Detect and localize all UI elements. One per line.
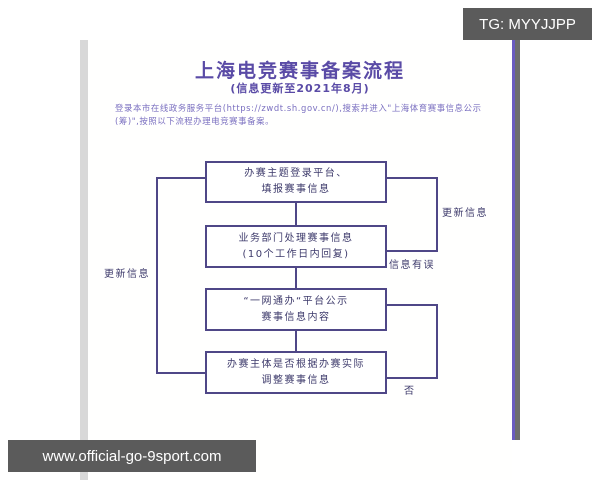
- connector-right-top-a: [386, 177, 438, 179]
- connector-right-bottom-v: [436, 304, 438, 379]
- document-title: 上海电竞赛事备案流程: [194, 60, 405, 82]
- step-box-process: 业务部门处理赛事信息 (10个工作日内回复): [205, 225, 387, 268]
- connector-right-bottom-a: [386, 304, 438, 306]
- step-1-line-2: 填报赛事信息: [261, 184, 331, 195]
- connector-right-bottom-b: [386, 377, 438, 379]
- step-box-publish: “一网通办“平台公示 赛事信息内容: [205, 288, 387, 331]
- connector-right-top-v: [436, 177, 438, 252]
- step-2-line-1: 业务部门处理赛事信息: [238, 232, 354, 244]
- intro-text: 登录本市在线政务服务平台(https://zwdt.sh.gov.cn/),搜索…: [115, 103, 482, 126]
- step-4-line-1: 办赛主体是否根据办赛实际: [227, 358, 365, 370]
- step-2-line-2: (10个工作日内回复): [242, 248, 350, 260]
- connector-left-top: [156, 177, 206, 179]
- step-3-line-2: 赛事信息内容: [261, 311, 331, 323]
- right-accent-bar: [512, 40, 515, 440]
- connector-left-vertical: [156, 177, 158, 374]
- label-no: 否: [404, 386, 416, 397]
- label-left-update: 更新信息: [104, 269, 150, 280]
- left-edge-bar: [80, 40, 88, 480]
- connector-1-2: [295, 202, 297, 226]
- step-box-adjust: 办赛主体是否根据办赛实际 调整赛事信息: [205, 351, 387, 394]
- step-4-line-2: 调整赛事信息: [261, 374, 331, 386]
- connector-2-3: [295, 267, 297, 289]
- label-right-update: 更新信息: [442, 208, 488, 219]
- label-info-error: 信息有误: [389, 260, 435, 271]
- url-watermark-badge: www.official-go-9sport.com: [8, 440, 256, 472]
- connector-3-4: [295, 330, 297, 352]
- tg-watermark-badge: TG: MYYJJPP: [463, 8, 592, 40]
- step-3-line-1: “一网通办“平台公示: [243, 295, 349, 307]
- step-box-register: 办赛主题登录平台、 填报赛事信息: [205, 161, 387, 203]
- step-1-line-1: 办赛主题登录平台、: [244, 168, 348, 179]
- right-edge-bar: [515, 40, 520, 440]
- connector-left-bottom: [156, 372, 206, 374]
- document-subtitle: (信息更新至2021年8月): [230, 82, 370, 95]
- connector-right-top-b: [386, 250, 438, 252]
